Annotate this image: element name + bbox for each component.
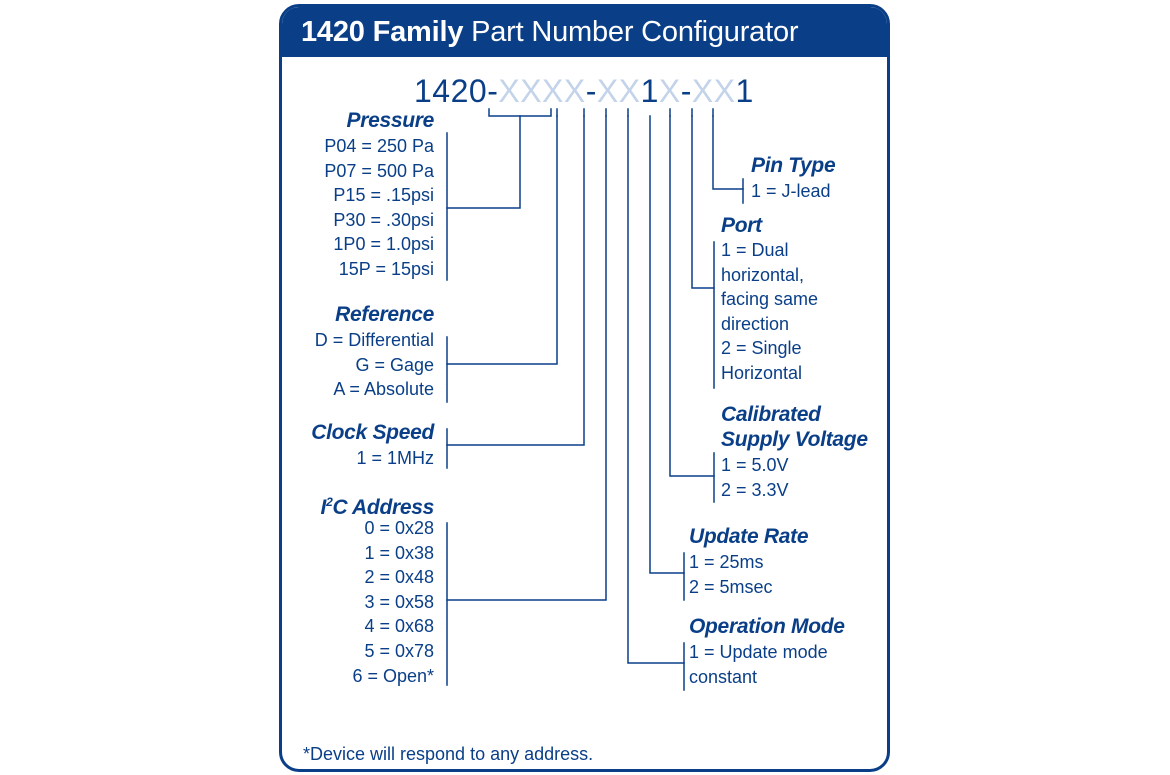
title-text: Part Number Configurator bbox=[471, 16, 799, 48]
heading-operation-mode: Operation Mode bbox=[689, 615, 845, 638]
heading-i2c-suffix: C Address bbox=[332, 496, 434, 519]
pn-dash: - bbox=[585, 73, 597, 109]
heading-calibrated: Calibrated bbox=[721, 403, 821, 426]
options-supply-voltage: 1 = 5.0V 2 = 3.3V bbox=[721, 453, 789, 502]
connector-reference bbox=[446, 115, 558, 365]
title-bar: 1420 Family Part Number Configurator bbox=[282, 7, 887, 57]
connector-port bbox=[691, 115, 715, 289]
option-reference: A = Absolute bbox=[333, 379, 434, 400]
heading-i2c-address: I2C Address bbox=[320, 490, 435, 520]
pn-i2c-code: 1 bbox=[640, 73, 659, 109]
options-operation-mode: 1 = Update mode constant bbox=[689, 640, 828, 689]
options-port: 1 = Dual horizontal, facing same directi… bbox=[721, 238, 818, 386]
heading-update-rate: Update Rate bbox=[689, 525, 809, 548]
pn-mode-code: X bbox=[658, 73, 681, 109]
heading-pin-type: Pin Type bbox=[751, 154, 836, 177]
pn-pin-code: 1 bbox=[735, 73, 754, 109]
option-clock-speed: 1 = 1MHz bbox=[356, 448, 434, 468]
pn-dash: - bbox=[680, 73, 692, 109]
heading-supply-voltage: Supply Voltage bbox=[721, 428, 868, 451]
connector-pressure bbox=[446, 115, 521, 209]
heading-reference: Reference bbox=[335, 303, 434, 326]
part-number: 1420-XXXX-XX1X-XX1 bbox=[414, 73, 754, 110]
option-i2c-address: 0 = 0x28 bbox=[364, 518, 434, 538]
option-reference: G = Gage bbox=[355, 354, 434, 375]
heading-port: Port bbox=[721, 214, 762, 237]
pn-pressure-code: XXXX bbox=[498, 73, 586, 109]
option-pressure: P07 = 500 Pa bbox=[324, 160, 434, 181]
heading-i2c-sup: 2 bbox=[326, 495, 333, 509]
option-i2c-address: 3 = 0x58 bbox=[364, 591, 434, 612]
option-i2c-address: 6 = Open* bbox=[352, 665, 434, 686]
connector-rate bbox=[649, 115, 685, 574]
configurator-card: 1420 Family Part Number Configurator 142… bbox=[279, 4, 890, 772]
option-i2c-address: 2 = 0x48 bbox=[364, 567, 434, 588]
option-port: horizontal, bbox=[721, 264, 805, 285]
title-family: 1420 Family bbox=[301, 16, 464, 48]
option-pin-type: 1 = J-lead bbox=[751, 181, 831, 201]
option-port: Horizontal bbox=[721, 362, 803, 383]
bracket-pressure bbox=[488, 108, 552, 117]
page-title: 1420 Family Part Number Configurator bbox=[301, 16, 799, 49]
options-pin-type: 1 = J-lead bbox=[751, 179, 831, 204]
heading-pressure: Pressure bbox=[346, 109, 435, 132]
heading-i2c-prefix: I bbox=[320, 496, 327, 519]
option-supply-voltage: 2 = 3.3V bbox=[721, 479, 789, 500]
option-supply-voltage: 1 = 5.0V bbox=[721, 455, 789, 475]
options-reference: D = Differential G = Gage A = Absolute bbox=[315, 328, 434, 402]
option-i2c-address: 5 = 0x78 bbox=[364, 640, 434, 661]
option-pressure: P30 = .30psi bbox=[333, 209, 434, 230]
connector-i2c bbox=[446, 115, 607, 601]
pn-prefix: 1420- bbox=[414, 73, 499, 109]
option-i2c-address: 1 = 0x38 bbox=[364, 542, 434, 563]
connector-voltage bbox=[669, 115, 715, 477]
option-port: 1 = Dual bbox=[721, 240, 789, 260]
connector-pin bbox=[712, 115, 744, 190]
connector-mode bbox=[627, 115, 685, 664]
pn-reference-code: X bbox=[596, 73, 619, 109]
connector-clock bbox=[446, 115, 585, 446]
option-update-rate: 1 = 25ms bbox=[689, 552, 764, 572]
option-port: direction bbox=[721, 313, 790, 334]
options-pressure: P04 = 250 Pa P07 = 500 Pa P15 = .15psi P… bbox=[324, 134, 434, 282]
option-operation-mode: 1 = Update mode bbox=[689, 642, 828, 662]
footnote: *Device will respond to any address. bbox=[303, 744, 594, 764]
option-pressure: 15P = 15psi bbox=[338, 258, 434, 279]
options-i2c-address: 0 = 0x28 1 = 0x38 2 = 0x48 3 = 0x58 4 = … bbox=[352, 516, 434, 688]
pn-rate-code: X bbox=[691, 73, 714, 109]
pn-voltage-code: X bbox=[713, 73, 736, 109]
heading-clock-speed: Clock Speed bbox=[311, 421, 434, 444]
option-reference: D = Differential bbox=[314, 330, 434, 350]
option-pressure: P04 = 250 Pa bbox=[324, 136, 434, 156]
connector-lines bbox=[446, 108, 744, 691]
options-update-rate: 1 = 25ms 2 = 5msec bbox=[689, 550, 773, 599]
option-pressure: P15 = .15psi bbox=[333, 185, 434, 206]
option-port: facing same bbox=[721, 289, 819, 310]
option-update-rate: 2 = 5msec bbox=[689, 576, 773, 597]
options-clock-speed: 1 = 1MHz bbox=[356, 446, 434, 471]
pn-clock-code: X bbox=[618, 73, 641, 109]
option-pressure: 1P0 = 1.0psi bbox=[333, 234, 434, 255]
option-i2c-address: 4 = 0x68 bbox=[364, 616, 434, 637]
option-port: 2 = Single bbox=[721, 338, 802, 359]
option-operation-mode: constant bbox=[689, 666, 758, 687]
